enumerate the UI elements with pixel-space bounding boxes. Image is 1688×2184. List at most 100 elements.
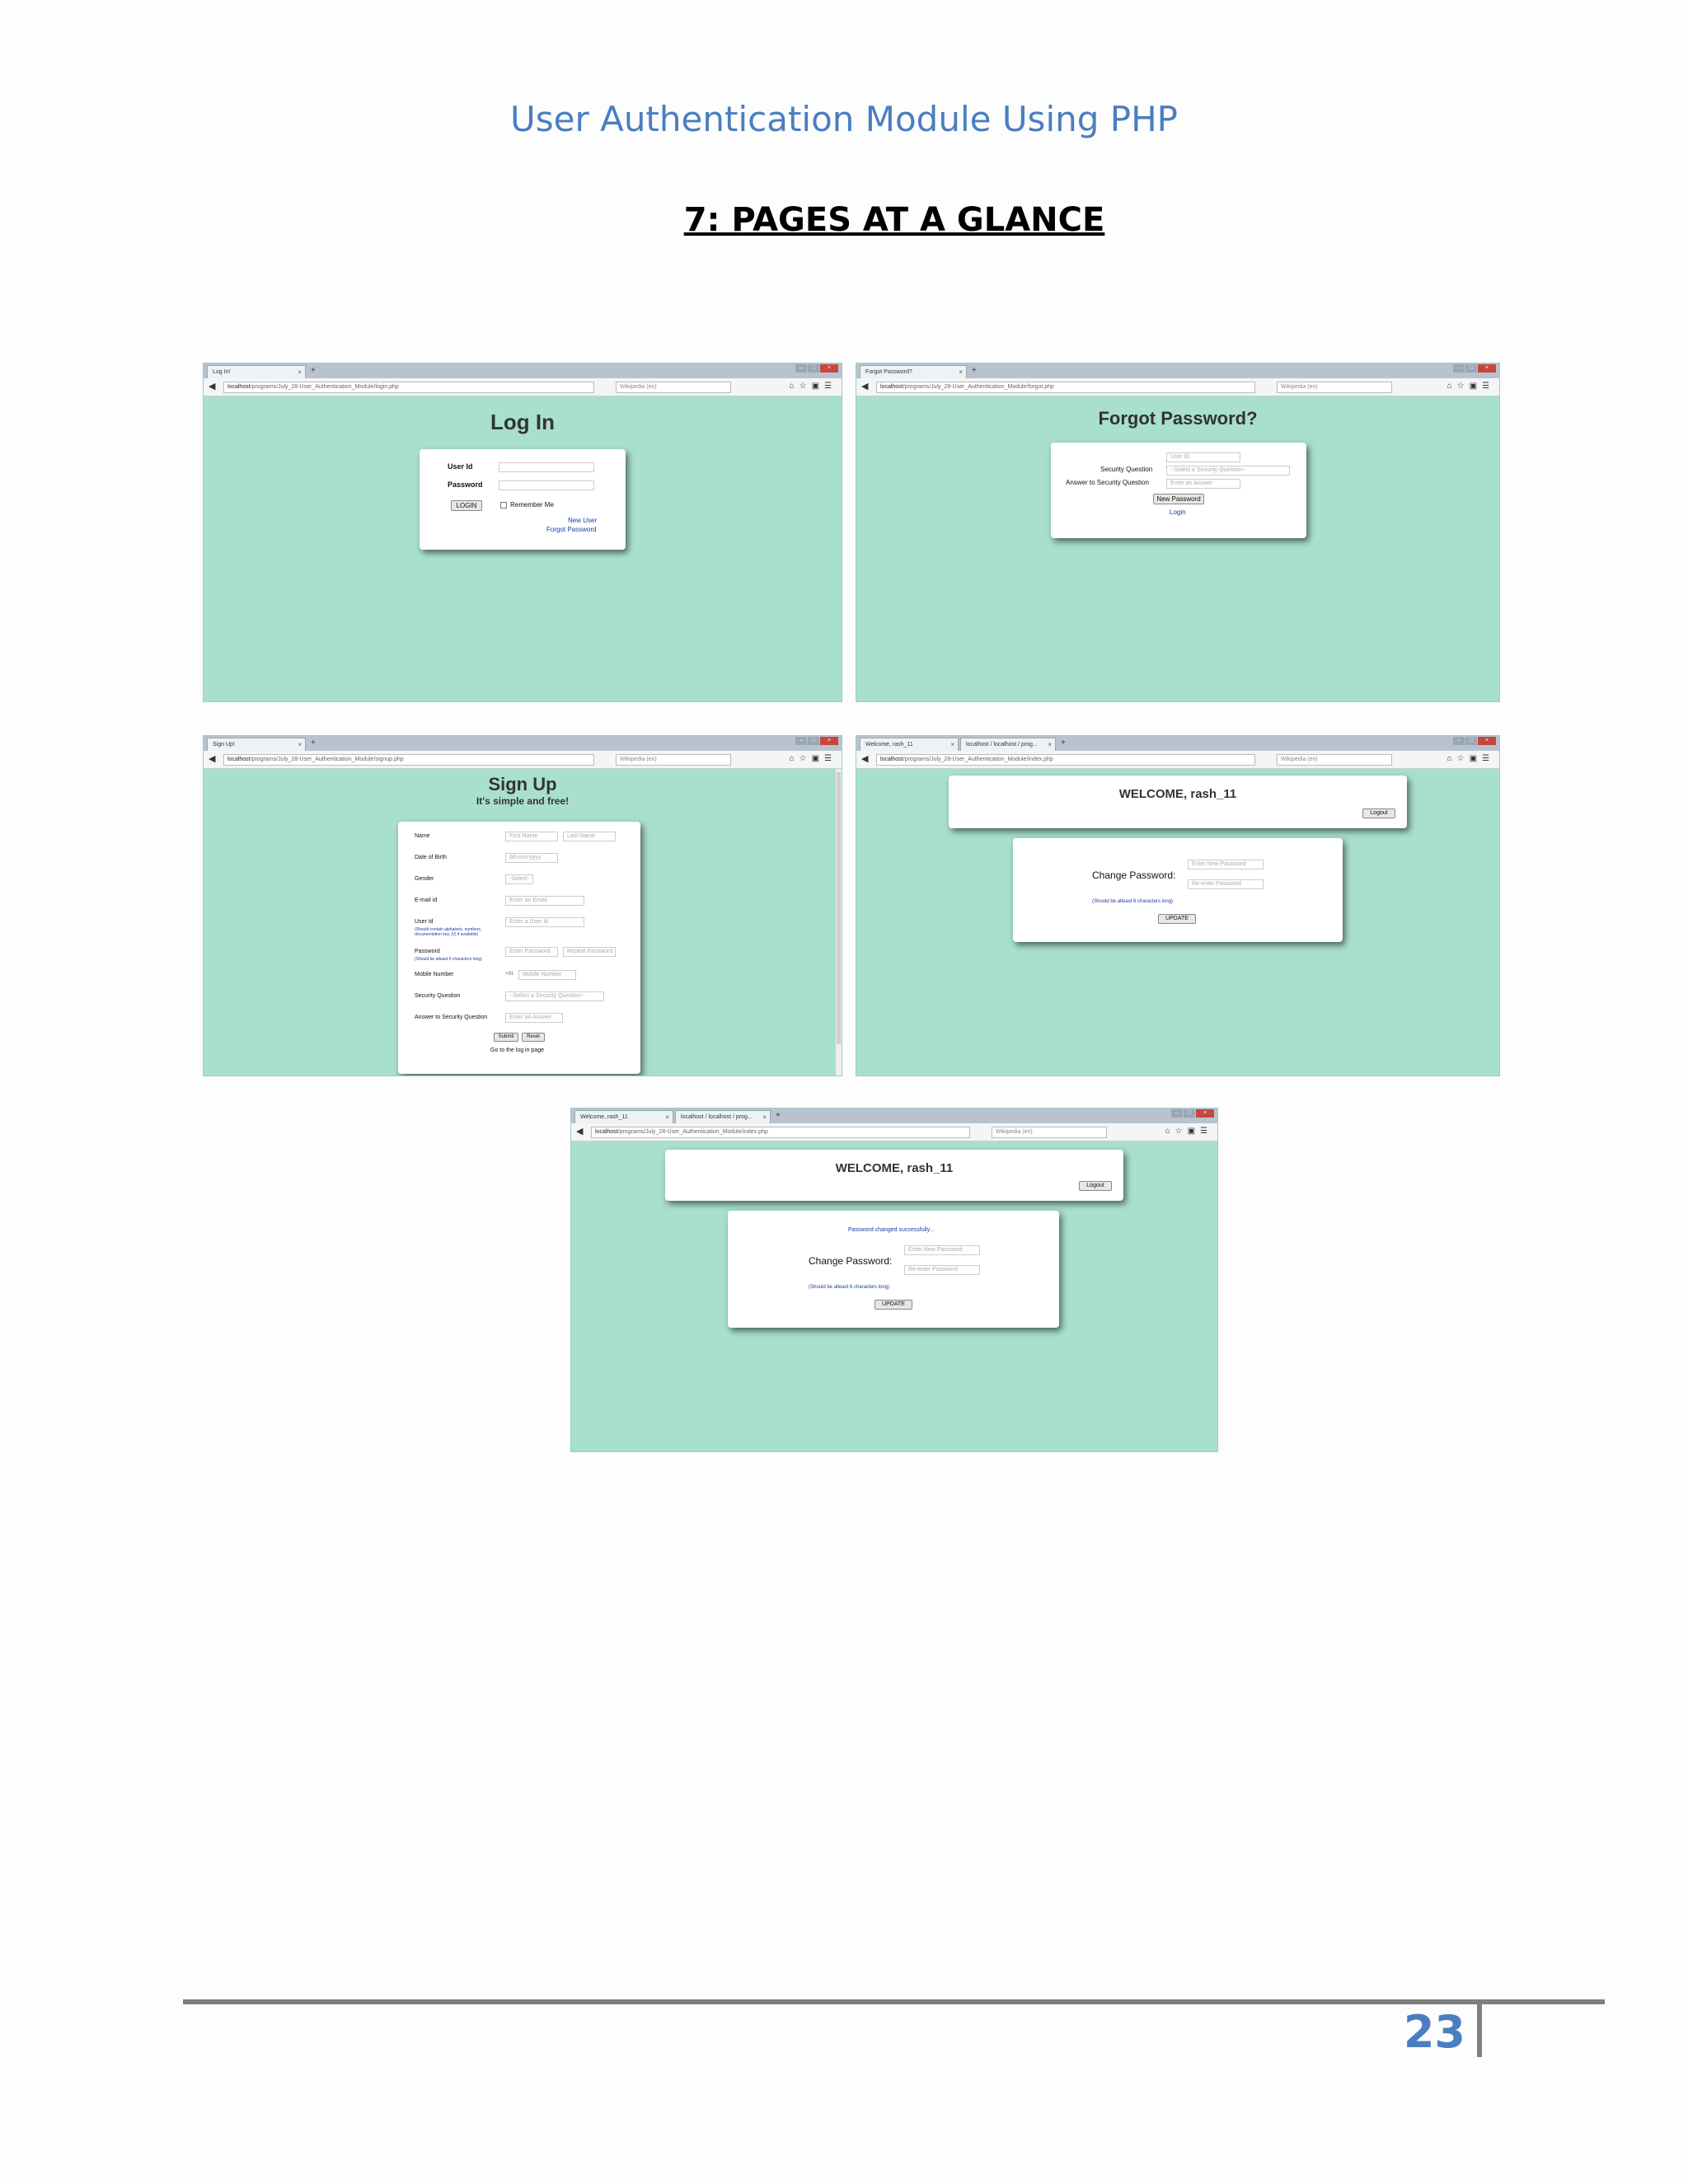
- back-arrow-icon[interactable]: ◀: [861, 382, 869, 391]
- search-bar[interactable]: Wikipedia (en): [616, 754, 731, 766]
- url-bar[interactable]: localhost/programs/July_28-User_Authenti…: [591, 1127, 970, 1138]
- back-arrow-icon[interactable]: ◀: [209, 754, 216, 764]
- minimize-icon[interactable]: –: [1453, 737, 1465, 745]
- window-close-icon[interactable]: ×: [1478, 364, 1496, 373]
- search-bar[interactable]: Wikipedia (en): [616, 382, 731, 393]
- new-user-link[interactable]: New User: [568, 517, 598, 524]
- new-tab-icon[interactable]: +: [776, 1111, 781, 1120]
- url-bar[interactable]: localhost/programs/July_28-User_Authenti…: [223, 754, 594, 766]
- remember-checkbox[interactable]: [500, 502, 507, 509]
- window-controls: –□×: [1171, 1109, 1214, 1118]
- toolbar-icons[interactable]: ⌂☆▣☰: [789, 382, 837, 391]
- search-bar[interactable]: Wikipedia (en): [1277, 382, 1392, 393]
- tab-bar: Forgot Password? × + –□×: [856, 363, 1499, 378]
- new-password-input[interactable]: Enter New Password: [1188, 860, 1264, 869]
- gender-select[interactable]: -Select-: [505, 874, 533, 884]
- new-tab-icon[interactable]: +: [972, 366, 977, 375]
- close-icon[interactable]: ×: [298, 741, 302, 748]
- browser-tab[interactable]: Welcome, rash_11 ×: [860, 738, 959, 751]
- last-name-input[interactable]: Last Name: [563, 832, 616, 841]
- browser-tab[interactable]: Sign Up! ×: [207, 738, 306, 751]
- new-tab-icon[interactable]: +: [311, 366, 316, 375]
- browser-tab-2[interactable]: localhost / localhost / prog... ×: [675, 1110, 771, 1123]
- security-question-label: Security Question: [1100, 466, 1153, 473]
- reenter-password-input[interactable]: Re-enter Password: [1188, 879, 1264, 889]
- new-tab-icon[interactable]: +: [1061, 738, 1066, 748]
- scrollbar-thumb[interactable]: [837, 772, 841, 1044]
- window-close-icon[interactable]: ×: [820, 364, 838, 373]
- toolbar-icons[interactable]: ⌂☆▣☰: [1165, 1127, 1212, 1136]
- toolbar-icons[interactable]: ⌂☆▣☰: [1447, 754, 1494, 763]
- first-name-input[interactable]: First Name: [505, 832, 558, 841]
- user-id-input[interactable]: Enter a User Id: [505, 917, 584, 927]
- window-close-icon[interactable]: ×: [1478, 737, 1496, 745]
- back-arrow-icon[interactable]: ◀: [861, 754, 869, 764]
- reenter-password-input[interactable]: Re-enter Password: [904, 1265, 980, 1275]
- security-question-select[interactable]: --Select a Security Question--: [1166, 466, 1290, 476]
- close-icon[interactable]: ×: [1048, 741, 1052, 748]
- window-close-icon[interactable]: ×: [820, 737, 838, 745]
- toolbar-icons[interactable]: ⌂☆▣☰: [1447, 382, 1494, 391]
- close-icon[interactable]: ×: [762, 1113, 767, 1121]
- minimize-icon[interactable]: –: [795, 737, 807, 745]
- maximize-icon[interactable]: □: [808, 364, 819, 373]
- password-input[interactable]: Enter Password: [505, 947, 558, 957]
- browser-tab[interactable]: Forgot Password? ×: [860, 365, 967, 378]
- email-input[interactable]: Enter an Email: [505, 896, 584, 906]
- login-link[interactable]: Login: [1170, 509, 1186, 516]
- toolbar-icons[interactable]: ⌂☆▣☰: [789, 754, 837, 763]
- window-controls: –□×: [1453, 737, 1496, 745]
- forgot-password-link[interactable]: Forgot Password: [546, 526, 597, 533]
- tab-title: Log In!: [213, 369, 231, 375]
- url-bar[interactable]: localhost/programs/July_28-User_Authenti…: [876, 754, 1255, 766]
- login-page-text[interactable]: Go to the log in page: [490, 1047, 544, 1053]
- reset-button[interactable]: Reset: [522, 1033, 545, 1042]
- scrollbar[interactable]: [835, 769, 842, 1076]
- user-id-input[interactable]: User ID: [1166, 452, 1240, 462]
- minimize-icon[interactable]: –: [1171, 1109, 1183, 1118]
- update-button[interactable]: UPDATE: [874, 1300, 912, 1310]
- maximize-icon[interactable]: □: [1184, 1109, 1195, 1118]
- welcome-card: WELCOME, rash_11 Logout: [949, 776, 1407, 828]
- close-icon[interactable]: ×: [298, 368, 302, 376]
- close-icon[interactable]: ×: [959, 368, 963, 376]
- update-button[interactable]: UPDATE: [1158, 914, 1196, 924]
- password-input[interactable]: [499, 480, 594, 490]
- new-password-input[interactable]: Enter New Password: [904, 1245, 980, 1255]
- search-bar[interactable]: Wikipedia (en): [1277, 754, 1392, 766]
- back-arrow-icon[interactable]: ◀: [209, 382, 216, 391]
- logout-button[interactable]: Logout: [1079, 1181, 1112, 1191]
- mobile-input[interactable]: Mobile Number: [518, 970, 576, 980]
- url-path: /programs/July_28-User_Authentication_Mo…: [250, 757, 404, 762]
- dob-input[interactable]: dd-mm-yyyy: [505, 853, 558, 863]
- browser-tab[interactable]: Log In! ×: [207, 365, 306, 378]
- maximize-icon[interactable]: □: [1465, 364, 1477, 373]
- close-icon[interactable]: ×: [665, 1113, 669, 1121]
- new-tab-icon[interactable]: +: [311, 738, 316, 748]
- url-bar[interactable]: localhost/programs/July_28-User_Authenti…: [223, 382, 594, 393]
- back-arrow-icon[interactable]: ◀: [576, 1127, 584, 1137]
- logout-button[interactable]: Logout: [1362, 808, 1395, 818]
- search-bar[interactable]: Wikipedia (en): [992, 1127, 1107, 1138]
- forgot-password-screenshot: Forgot Password? × + –□× ◀ localhost/pro…: [856, 363, 1500, 702]
- browser-tab-2[interactable]: localhost / localhost / prog... ×: [960, 738, 1056, 751]
- tab-bar: Log In! × + –□×: [204, 363, 842, 378]
- answer-input[interactable]: Enter an Answer: [505, 1013, 563, 1023]
- user-id-input[interactable]: [499, 462, 594, 472]
- url-bar[interactable]: localhost/programs/July_28-User_Authenti…: [876, 382, 1255, 393]
- answer-input[interactable]: Enter an Answer: [1166, 479, 1240, 489]
- login-button[interactable]: LOGIN: [451, 500, 482, 511]
- browser-tab[interactable]: Welcome, rash_11 ×: [574, 1110, 673, 1123]
- window-close-icon[interactable]: ×: [1196, 1109, 1214, 1118]
- maximize-icon[interactable]: □: [808, 737, 819, 745]
- repeat-password-input[interactable]: Repeat Password: [563, 947, 616, 957]
- submit-button[interactable]: Submit: [494, 1033, 518, 1042]
- remember-label: Remember Me: [510, 501, 554, 509]
- tab-bar: Sign Up! × + –□×: [204, 736, 842, 751]
- new-password-button[interactable]: New Password: [1153, 494, 1204, 504]
- minimize-icon[interactable]: –: [1453, 364, 1465, 373]
- minimize-icon[interactable]: –: [795, 364, 807, 373]
- close-icon[interactable]: ×: [950, 741, 954, 748]
- maximize-icon[interactable]: □: [1465, 737, 1477, 745]
- security-question-select[interactable]: --Select a Security Question--: [505, 991, 604, 1001]
